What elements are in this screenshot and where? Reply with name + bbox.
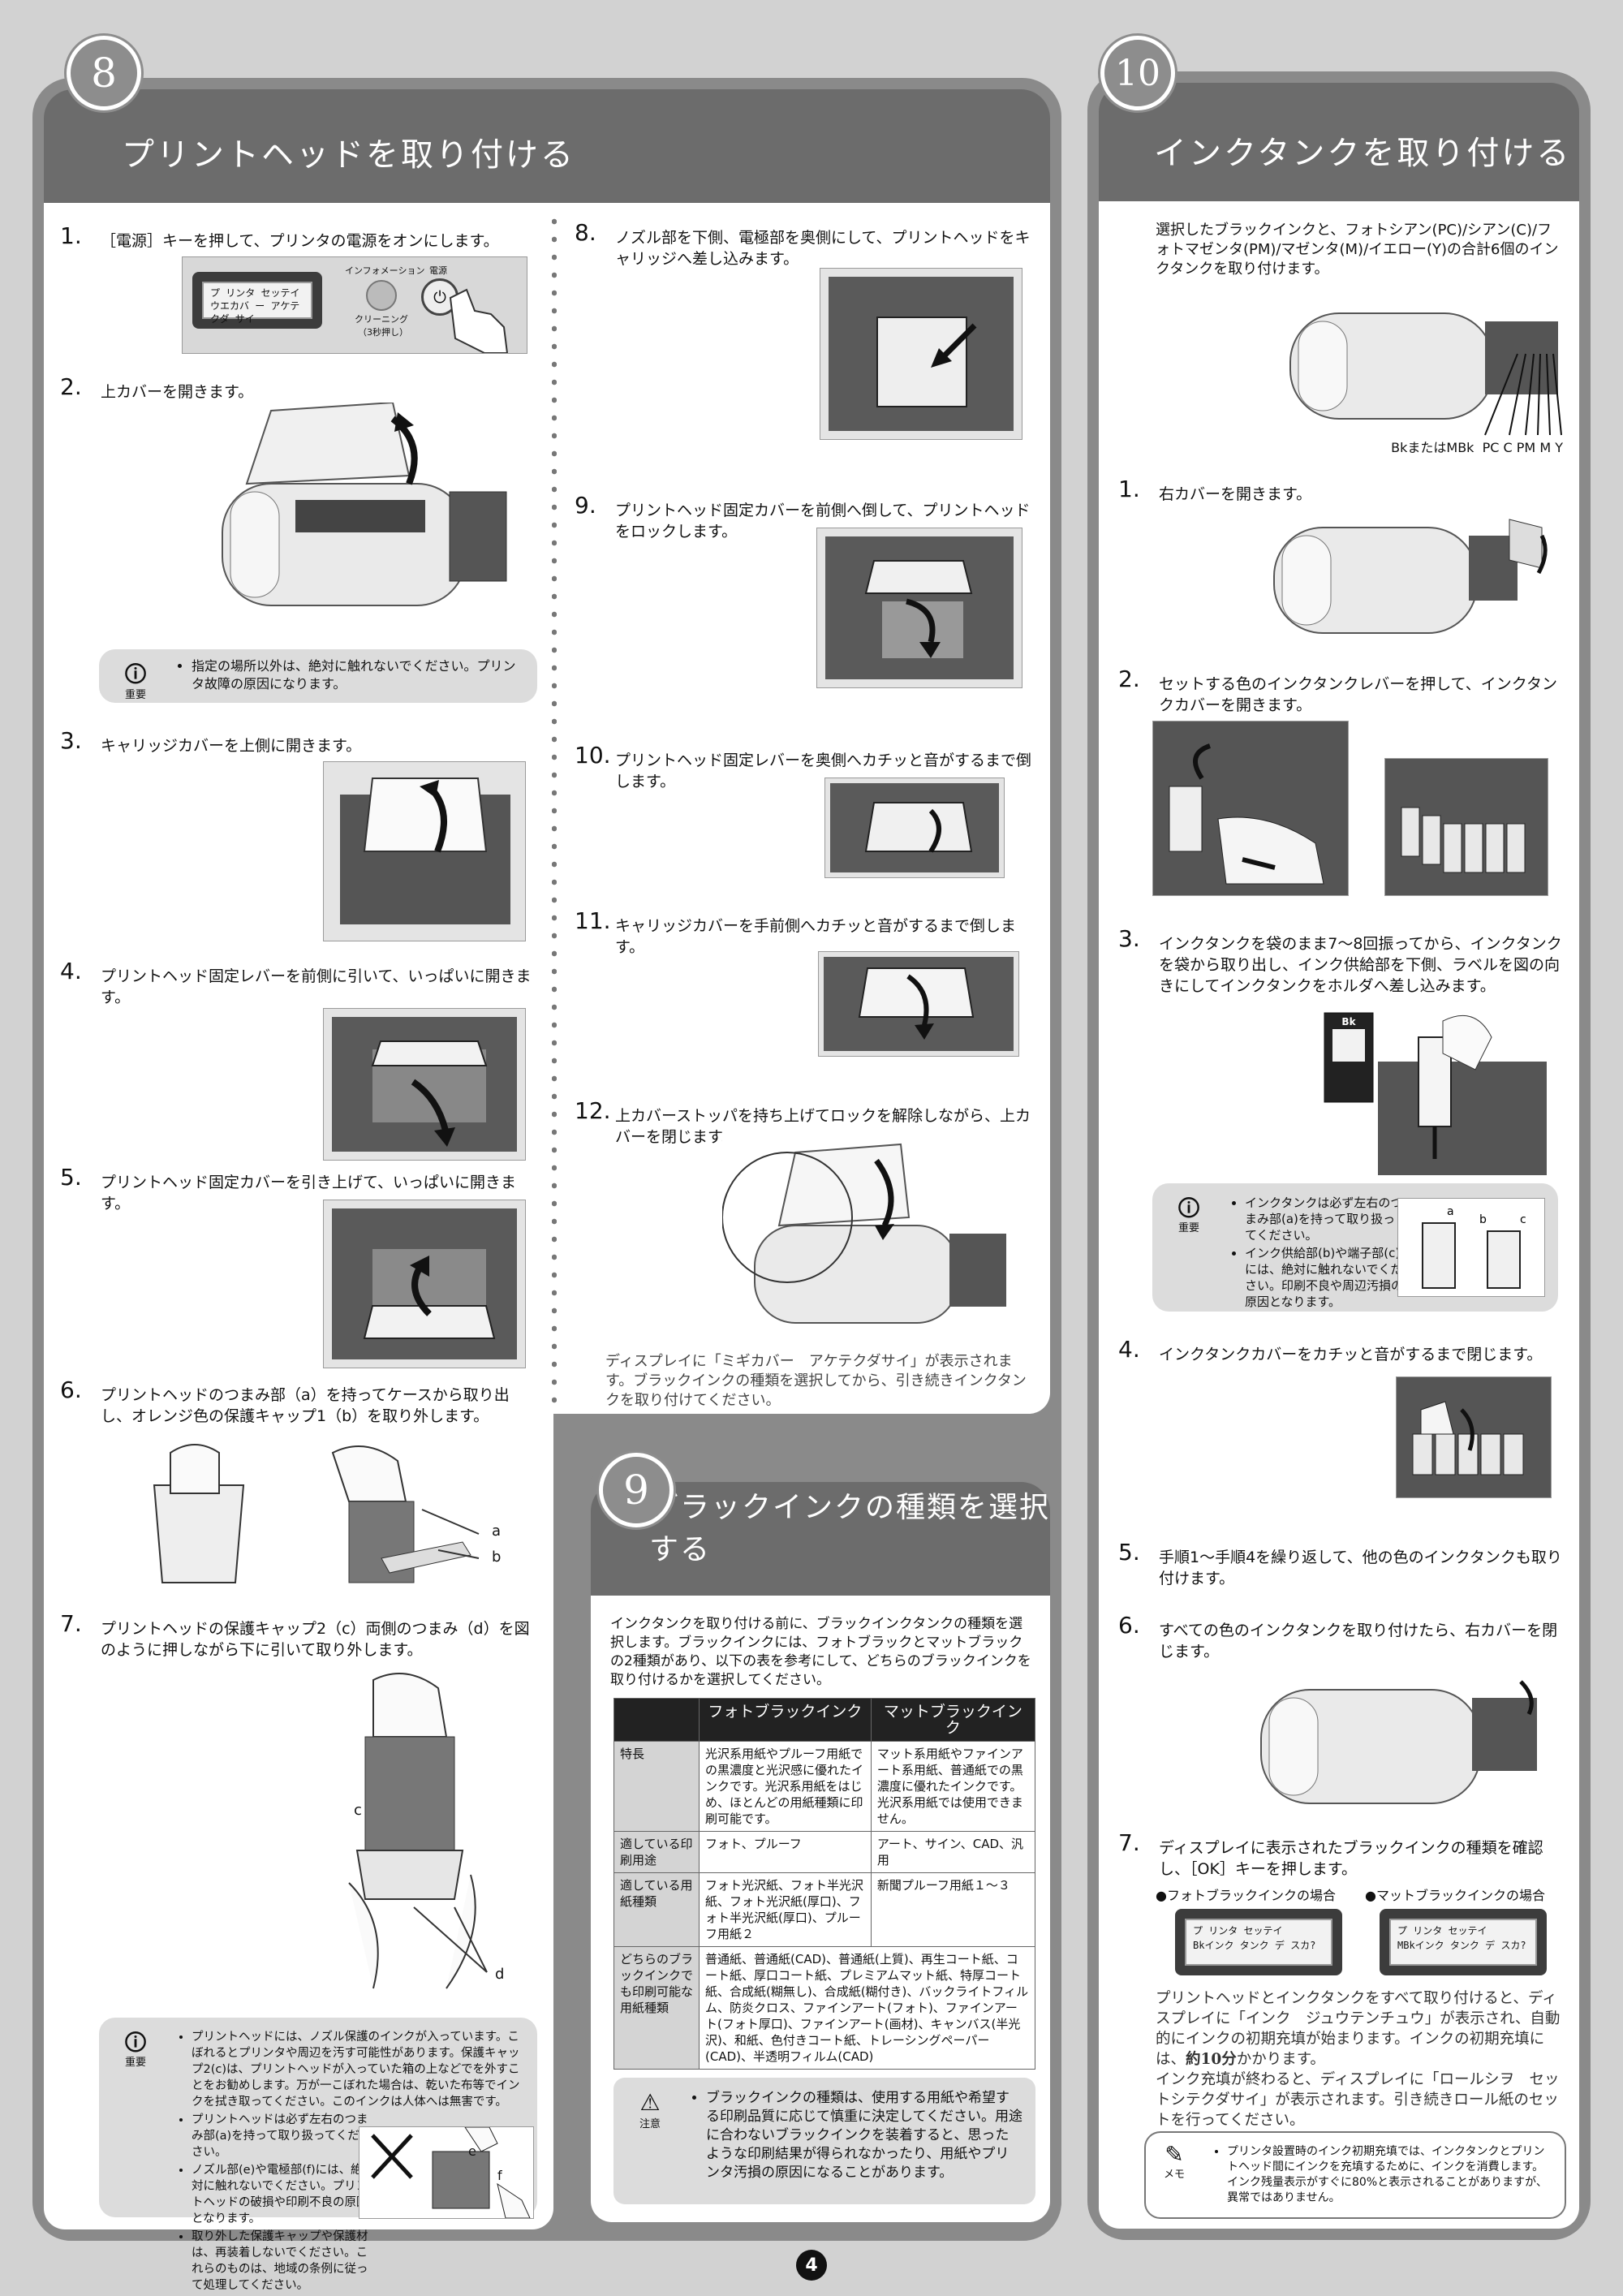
- close-ink-tank-cover-illustration: [1396, 1376, 1552, 1498]
- close-top-cover-illustration: [722, 1136, 1014, 1331]
- table-row: 適している印刷用途 フォト、プルーフ アート、サイン、CAD、汎用: [613, 1831, 1036, 1873]
- s8-step-5: 5. プリントヘッド固定カバーを引き上げて、いっぱいに開きます。: [60, 1164, 517, 1213]
- s10-step-2: 2. セットする色のインクタンクレバーを押して、インクタンクカバーを開きます。: [1118, 666, 1557, 715]
- carriage-cover-illustration: [323, 761, 526, 941]
- s10-end-text: プリントヘッドとインクタンクをすべて取り付けると、ディスプレイに「インク ジュウ…: [1156, 1990, 1561, 2129]
- s8-end-text: ディスプレイに「ミギカバー アケテクダサイ」が表示されます。ブラックインクの種類…: [605, 1353, 1027, 1409]
- lock-lever-illustration: [824, 778, 1005, 878]
- s8-step-8: 8. ノズル部を下側、電極部を奥側にして、プリントヘッドをキャリッジへ差し込みま…: [575, 219, 1031, 269]
- section-9-badge: 9: [599, 1453, 674, 1527]
- s10-intro: 選択したブラックインクと、フォトシアン(PC)/シアン(C)/フォトマゼンタ(P…: [1156, 222, 1559, 278]
- protective-cap-removal-illustration: c d: [325, 1664, 519, 2005]
- cleaning-button[interactable]: [366, 280, 397, 311]
- hand-pointer-icon: [449, 288, 509, 353]
- case-photo-black-label: ●フォトブラックインクの場合: [1156, 1888, 1336, 1903]
- section-8-badge: 8: [67, 36, 141, 110]
- head-lock-lever-illustration: [323, 1008, 526, 1161]
- printhead-removal-illustration: a b: [122, 1437, 519, 1599]
- section-8-header: プリントヘッドを取り付ける: [44, 89, 1050, 203]
- s10-step-6: 6. すべての色のインクタンクを取り付けたら、右カバーを閉じます。: [1118, 1612, 1558, 1661]
- operation-panel-illustration: プ リンタ セッテイ ウエカバ ー アケテクダ サイ インフォメーション 電源 …: [182, 256, 527, 354]
- col-photo-black: フォトブラックインク: [699, 1698, 872, 1742]
- ink-tank-cover-open-illustration: [1384, 758, 1548, 896]
- black-ink-comparison-table: フォトブラックインク マットブラックインク 特長 光沢系用紙やプルーフ用紙での黒…: [613, 1698, 1036, 2070]
- page-number: 4: [796, 2250, 827, 2281]
- s8-step-11: 11. キャリッジカバーを手前側へカチッと音がするまで倒します。: [575, 907, 1017, 957]
- important-icon: 🛈: [123, 2029, 148, 2056]
- section-10-badge: 10: [1100, 36, 1175, 110]
- power-icon: ⏻: [433, 287, 446, 307]
- printer-ink-tanks-illustration: BkまたはMBk PC C PM M Y: [1282, 297, 1566, 459]
- svg-text:a: a: [1447, 1205, 1454, 1218]
- column-divider: [552, 213, 557, 1406]
- svg-text:b: b: [1479, 1213, 1487, 1226]
- printer-top-cover-open-illustration: [206, 403, 513, 620]
- s8-step-7: 7. プリントヘッドの保護キャップ2（c）両側のつまみ（d）を図のように押しなが…: [60, 1610, 530, 1660]
- s10-step-1: 1. 右カバーを開きます。: [1118, 476, 1312, 504]
- s10-step-5: 5. 手順1～手順4を繰り返して、他の色のインクタンクも取り付けます。: [1118, 1539, 1562, 1588]
- important-icon: 🛈: [123, 661, 148, 687]
- s8-important-note-2: 🛈重要 プリントヘッドには、ノズル保護のインクが入っています。こぼれるとプリンタ…: [99, 2018, 537, 2292]
- open-right-cover-illustration: [1266, 503, 1558, 649]
- s8-step-2: 2. 上カバーを開きます。: [60, 373, 254, 402]
- s9-caution-note: ⚠注意 ブラックインクの種類は、使用する用紙や希望する印刷品質に応じて慎重に決定…: [613, 2078, 1035, 2204]
- lcd-photo-black: プ リンタ セッテイ Bkインク タンク デ スカ?: [1175, 1909, 1342, 1975]
- s10-step-7: 7. ディスプレイに表示されたブラックインクの種類を確認し、［OK］キーを押しま…: [1118, 1829, 1543, 1879]
- insert-printhead-illustration: [820, 268, 1022, 440]
- col-matte-black: マットブラックインク: [870, 1698, 1036, 1742]
- s10-step-3: 3. インクタンクを袋のまま7～8回振ってから、インクタンクを袋から取り出し、イ…: [1118, 925, 1562, 996]
- ink-tank-parts-illustration: a b c: [1397, 1198, 1545, 1297]
- s8-step-4: 4. プリントヘッド固定レバーを前側に引いて、いっぱいに開きます。: [60, 958, 532, 1007]
- printhead-do-not-touch-illustration: e f: [359, 2126, 534, 2219]
- section-10-header: インクタンクを取り付ける: [1099, 83, 1579, 201]
- case-matte-black-label: ●マットブラックインクの場合: [1365, 1888, 1545, 1903]
- s10-memo-note: ✎メモ プリンタ設置時のインク初期充填では、インクタンクとプリントヘッド間にイン…: [1144, 2131, 1566, 2219]
- caution-icon: ⚠: [639, 2089, 661, 2116]
- head-fixing-cover-illustration: [323, 1200, 526, 1368]
- table-row: 特長 光沢系用紙やプルーフ用紙での黒濃度と光沢感に優れたインクです。光沢系用紙を…: [613, 1741, 1036, 1832]
- s8-step-9: 9. プリントヘッド固定カバーを前側へ倒して、プリントヘッドをロックします。: [575, 492, 1031, 541]
- s10-step-4: 4. インクタンクカバーをカチッと音がするまで閉じます。: [1118, 1336, 1543, 1364]
- s8-step-6: 6. プリントヘッドのつまみ部（a）を持ってケースから取り出し、オレンジ色の保護…: [60, 1376, 510, 1426]
- s8-step-12: 12. 上カバーストッパを持ち上げてロックを解除しながら、上カバーを閉じます。: [575, 1097, 1031, 1147]
- ink-tank-label: Bk: [1341, 1016, 1356, 1027]
- section-10-title: インクタンクを取り付ける: [1154, 135, 1572, 172]
- insert-ink-tank-illustration: Bk: [1321, 1005, 1547, 1175]
- lock-printhead-illustration: [816, 528, 1022, 688]
- close-carriage-cover-illustration: [818, 951, 1019, 1057]
- lcd-matte-black: プ リンタ セッテイ MBkインク タンク デ スカ?: [1380, 1909, 1547, 1975]
- section-8-title: プリントヘッドを取り付ける: [122, 136, 575, 174]
- s8-important-note-1: 🛈重要 指定の場所以外は、絶対に触れないでください。プリンタ故障の原因になります…: [99, 649, 537, 703]
- s8-step-10: 10. プリントヘッド固定レバーを奥側へカチッと音がするまで倒します。: [575, 742, 1032, 791]
- s8-step-3: 3. キャリッジカバーを上側に開きます。: [60, 727, 362, 756]
- memo-icon: ✎: [1165, 2141, 1184, 2168]
- s8-step-1: 1. ［電源］キーを押して、プリンタの電源をオンにします。: [60, 222, 499, 251]
- section-9-title: ブラックインクの種類を選択する: [649, 1491, 1051, 1566]
- s9-intro: インクタンクを取り付ける前に、ブラックインクタンクの種類を選択します。ブラックイ…: [610, 1616, 1031, 1688]
- close-right-cover-illustration: [1253, 1665, 1545, 1815]
- svg-text:c: c: [1520, 1213, 1526, 1226]
- operation-panel-lcd: プ リンタ セッテイ ウエカバ ー アケテクダ サイ: [192, 272, 322, 329]
- table-row: どちらのブラックインクでも印刷可能な用紙種類 普通紙、普通紙(CAD)、普通紙(…: [613, 1946, 1035, 2070]
- ink-tank-lever-illustration: [1152, 721, 1349, 896]
- important-icon: 🛈: [1177, 1195, 1201, 1221]
- table-row: 適している用紙種類 フォト光沢紙、フォト半光沢紙、フォト光沢紙(厚口)、フォト半…: [613, 1872, 1036, 1947]
